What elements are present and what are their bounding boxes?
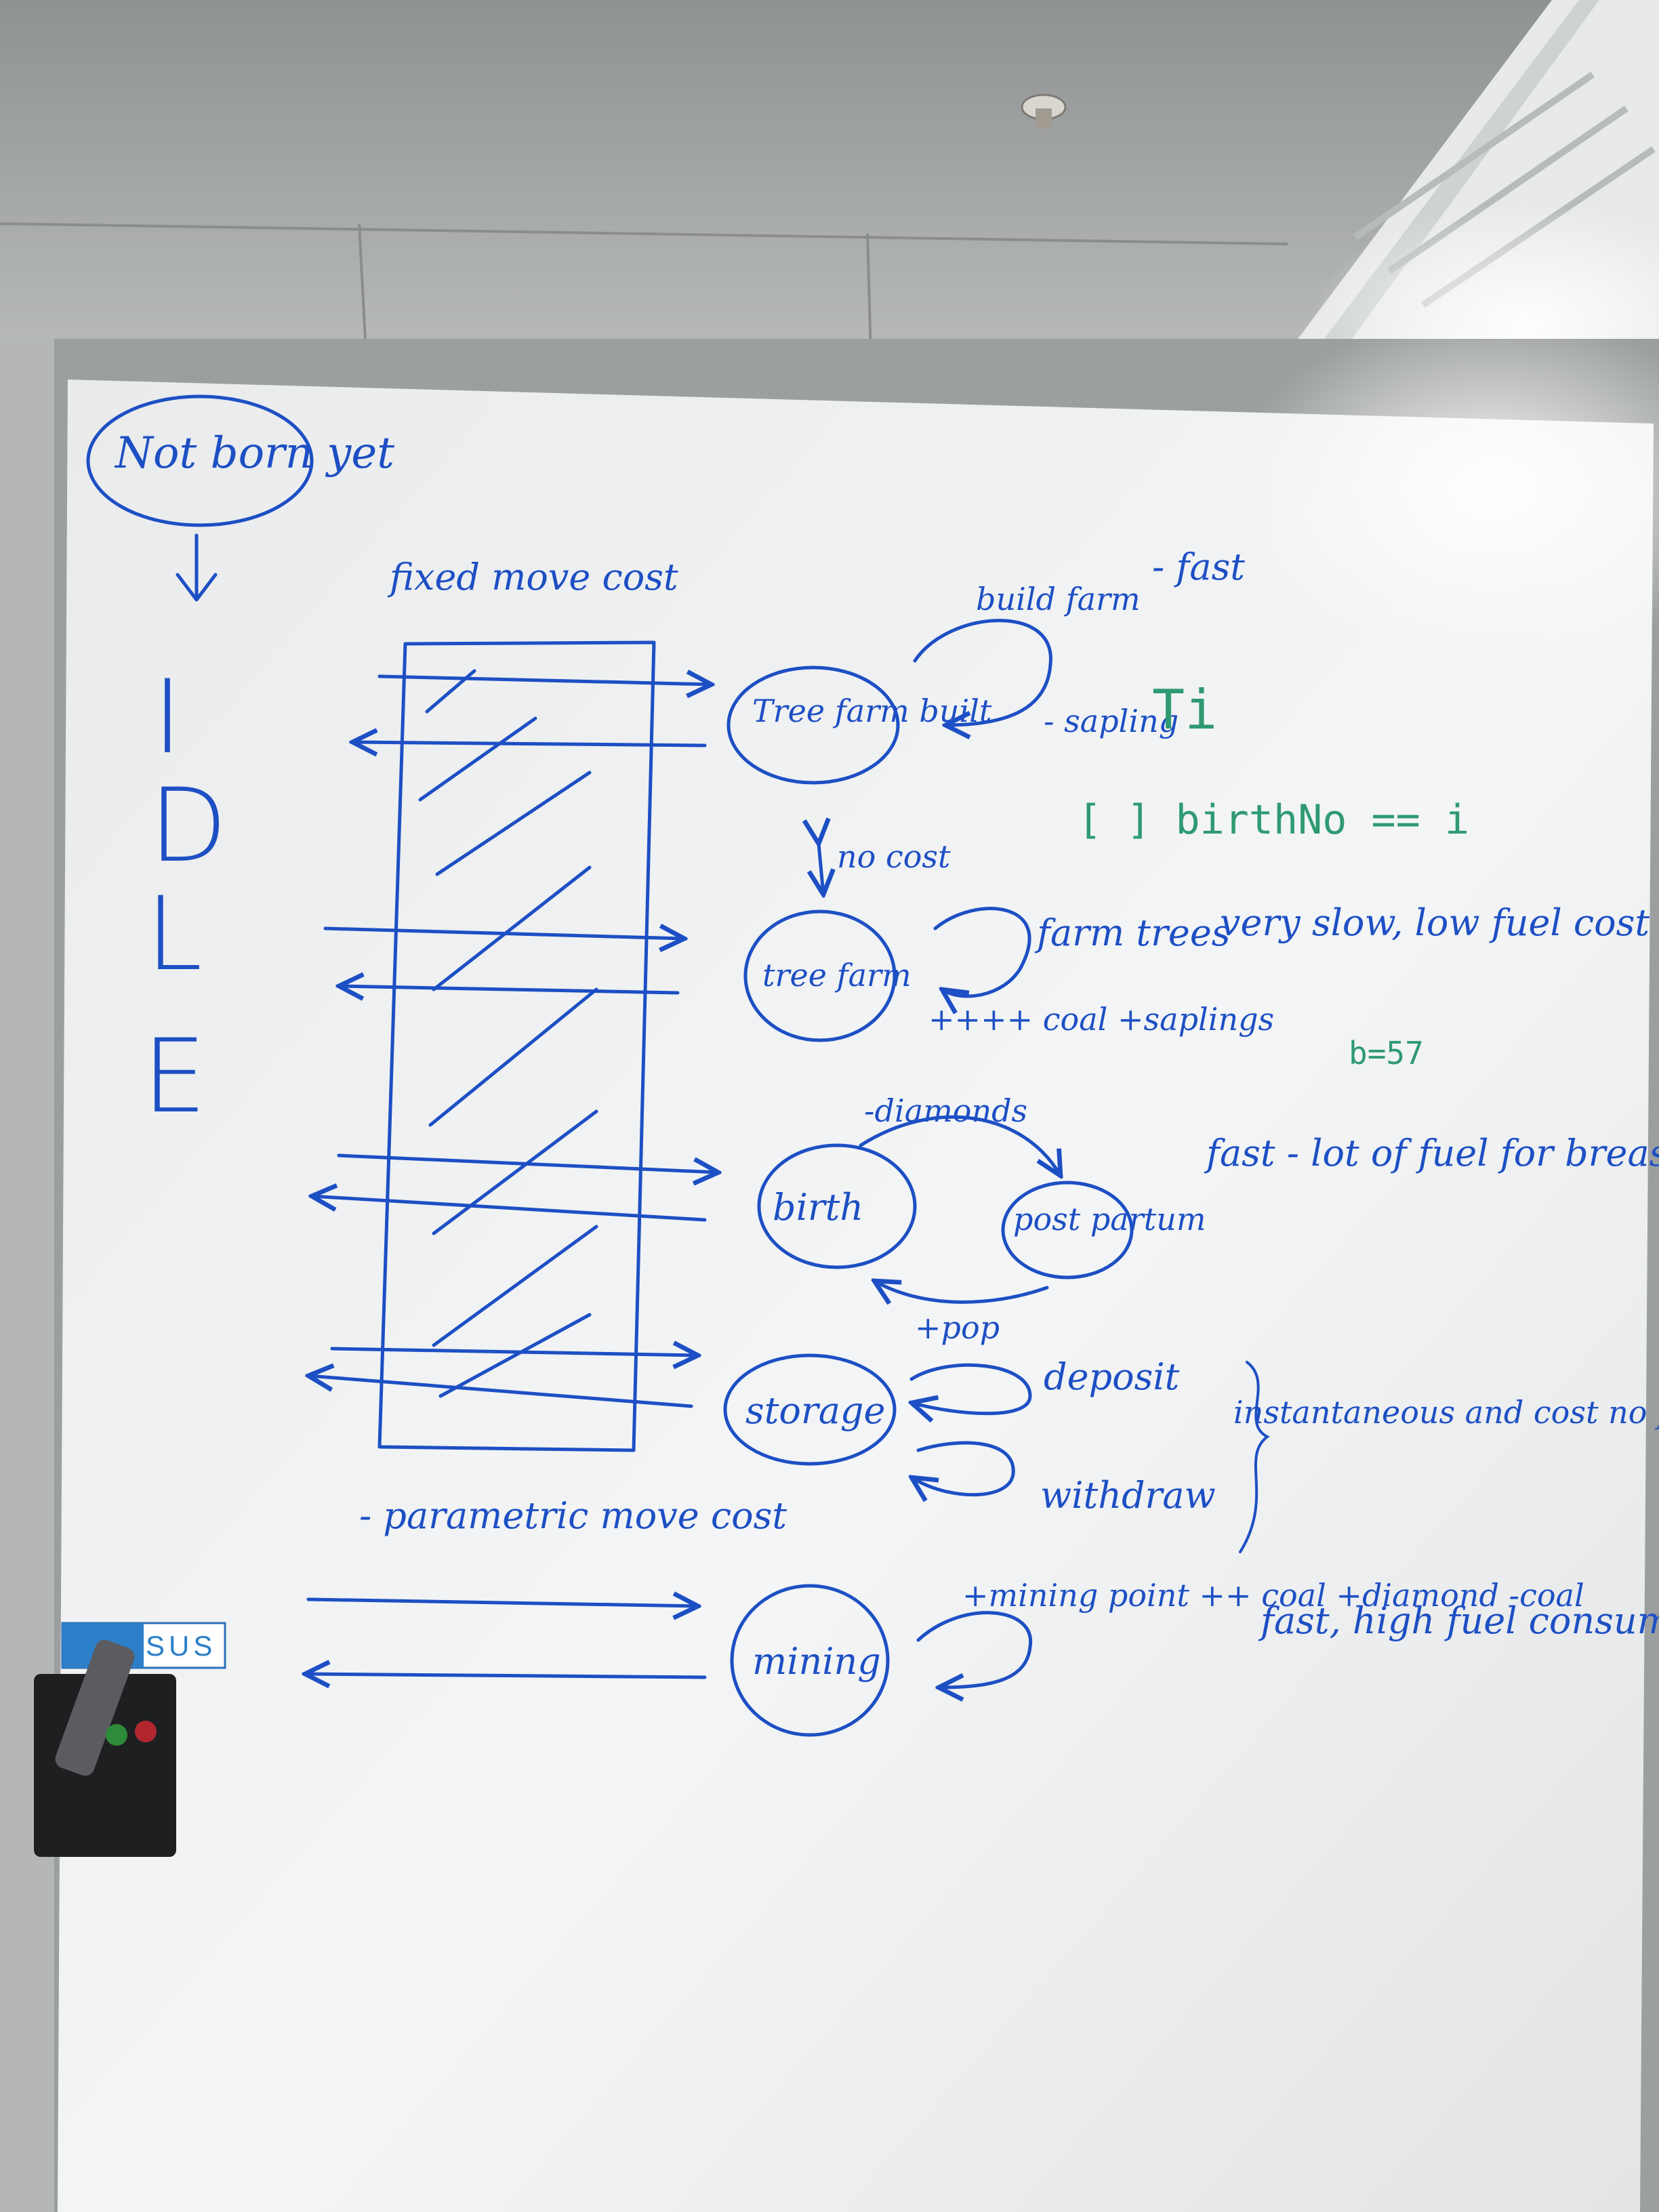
side-notes: - fast very slow, low fuel cost fast - l… [1152,546,1659,1642]
withdraw-label: withdraw [1040,1474,1216,1517]
no-cost-link: no cost [819,838,951,895]
mining-gains-label: +mining point ++ coal +diamond -coal [962,1577,1584,1614]
mining-note: fast, high fuel consumption [1258,1599,1659,1642]
green-b57: b=57 [1349,1035,1424,1071]
idle-letter: I [152,659,182,777]
storage-note: instantaneous and cost no fuel; deposit … [1233,1394,1659,1431]
idle-label: I D L E [142,659,228,1136]
idle-letter: E [142,1018,207,1136]
whiteboard-surface [58,380,1654,2212]
ceiling-tile-seam [866,233,872,353]
tree-farm-built-node: Tree farm built build farm - sapling [726,581,1179,785]
parametric-move-cost-label: - parametric move cost [359,1494,787,1537]
build-farm-label: build farm [976,581,1141,617]
mining-node: mining +mining point ++ coal +diamond -c… [730,1577,1584,1737]
storage-note-brace [1239,1361,1270,1553]
diamonds-label: -diamonds [864,1092,1027,1129]
start-state-label: Not born yet [114,428,394,478]
start-state-node: Not born yet [86,394,394,602]
ceiling-tile-seam [358,223,367,353]
birth-node: birth post partum -diamonds +pop [757,1092,1206,1346]
farm-trees-label: farm trees [1034,912,1231,954]
mining-label: mining [752,1640,881,1683]
sprinkler-icon [1021,94,1067,129]
birth-note: fast - lot of fuel for breastfeeding [1204,1132,1659,1174]
sapling-label: - sapling [1044,703,1179,739]
very-slow-note: very slow, low fuel cost [1220,901,1650,944]
marker-holder [34,1639,176,1857]
fast-note-top: - fast [1152,546,1245,588]
idle-letter: D [149,767,228,885]
logo-fragment-text: SUS [146,1630,216,1662]
storage-label: storage [745,1389,885,1432]
tree-farm-label: tree farm [762,957,912,994]
wall-left [0,339,61,2212]
logo-sticker: SUS [61,1622,226,1669]
deposit-label: deposit [1044,1355,1180,1398]
idle-region-box [377,640,656,1452]
storage-node: storage deposit withdraw [723,1353,1216,1517]
idle-letter: L [146,876,203,994]
birth-label: birth [773,1186,863,1229]
pop-label: +pop [915,1309,1000,1346]
green-ti: Ti [1152,678,1217,741]
light-reflection [1233,312,1659,664]
green-birth-check: [ ] birthNo == i [1078,796,1469,844]
coal-saplings-label: ++++ coal +saplings [928,1001,1274,1038]
transition-arrows [305,676,718,1677]
fixed-move-cost-label: fixed move cost [387,556,678,598]
no-cost-label: no cost [837,838,951,875]
green-notes: Ti [ ] birthNo == i b=57 [1078,678,1469,1071]
ceiling-tile-seam [0,222,1288,245]
tree-farm-node: tree farm farm trees ++++ coal +saplings [743,907,1274,1042]
post-partum-label: post partum [1013,1201,1206,1237]
